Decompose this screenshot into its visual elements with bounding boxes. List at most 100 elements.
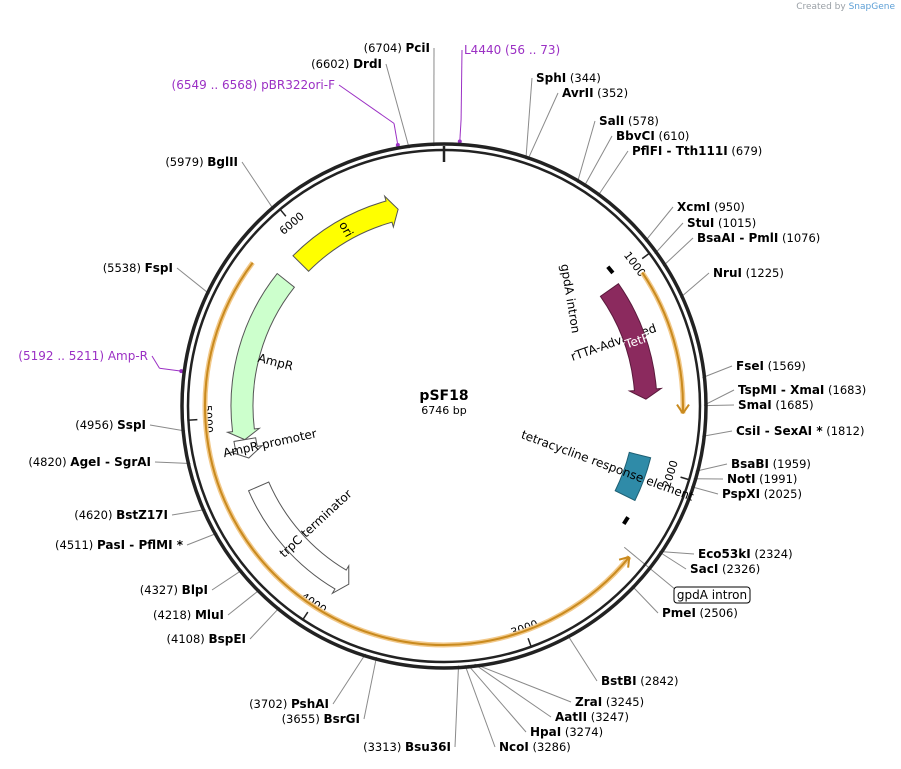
enzyme-site-label: (4620) BstZ17I bbox=[74, 508, 168, 522]
enzyme-position: (1683) bbox=[824, 383, 866, 397]
enzyme-position: (352) bbox=[594, 86, 629, 100]
enzyme-leader-line bbox=[597, 150, 629, 197]
enzyme-name: SphI bbox=[536, 71, 566, 85]
enzyme-leader-line bbox=[474, 663, 572, 703]
orf-arrowhead bbox=[676, 403, 690, 415]
enzyme-position: (344) bbox=[566, 71, 601, 85]
enzyme-name: SspI bbox=[117, 418, 146, 432]
enzyme-leader-line bbox=[644, 206, 674, 242]
feature-ampr-promoter bbox=[229, 437, 264, 459]
enzyme-site-label: SacI (2326) bbox=[690, 562, 760, 576]
enzyme-name: BbvCI bbox=[616, 129, 655, 143]
tick-mark bbox=[187, 418, 198, 421]
enzyme-position: (2324) bbox=[751, 547, 793, 561]
feature-tre bbox=[614, 451, 652, 502]
feature-label-ori: ori bbox=[336, 219, 356, 239]
primer-leader-line bbox=[459, 119, 462, 142]
enzyme-position: (679) bbox=[728, 144, 763, 158]
site-labels-layer: (6704) PciI(6602) DrdI(5979) BglII(5538)… bbox=[18, 41, 866, 754]
enzyme-name: BglII bbox=[207, 155, 238, 169]
enzyme-name: SacI bbox=[690, 562, 718, 576]
enzyme-leader-line bbox=[695, 463, 728, 472]
enzyme-site-label: PspXI (2025) bbox=[722, 487, 802, 501]
intron-bar bbox=[606, 265, 615, 275]
orf-orf-large bbox=[203, 262, 631, 646]
enzyme-name: NcoI bbox=[499, 740, 529, 754]
enzyme-leader-line bbox=[525, 77, 533, 160]
enzyme-name: BlpI bbox=[182, 583, 208, 597]
feature-trpc-terminator bbox=[247, 481, 350, 595]
enzyme-leader-line bbox=[631, 585, 659, 614]
enzyme-name: AgeI - SgrAI bbox=[70, 455, 151, 469]
enzyme-site-label: HpaI (3274) bbox=[530, 725, 603, 739]
enzyme-site-label: (5538) FspI bbox=[103, 261, 173, 275]
feature-ampr bbox=[225, 272, 296, 441]
enzyme-leader-line bbox=[527, 92, 559, 161]
enzyme-leader-line bbox=[241, 161, 275, 210]
enzyme-name: AvrII bbox=[562, 86, 594, 100]
primer-label: L4440 (56 .. 73) bbox=[464, 43, 560, 57]
enzyme-name: SmaI bbox=[738, 398, 772, 412]
enzyme-leader-line bbox=[467, 664, 527, 733]
snapgene-logo-text: SnapGene bbox=[848, 2, 895, 12]
enzyme-position: (1076) bbox=[778, 231, 820, 245]
primer-site-marker bbox=[179, 369, 184, 374]
plasmid-name: pSF18 bbox=[419, 388, 468, 404]
enzyme-position: (4956) bbox=[75, 418, 117, 432]
boxed-label-gpda-intron: gpdA intron bbox=[677, 588, 747, 602]
enzyme-site-label: SmaI (1685) bbox=[738, 398, 814, 412]
intron-bar bbox=[622, 516, 630, 526]
tick-mark bbox=[301, 611, 309, 621]
enzyme-site-label: (4956) SspI bbox=[75, 418, 146, 432]
enzyme-name: PspXI bbox=[722, 487, 760, 501]
enzyme-name: PshAI bbox=[291, 697, 329, 711]
enzyme-position: (2326) bbox=[718, 562, 760, 576]
primer-leader-line bbox=[460, 49, 463, 120]
enzyme-position: (2506) bbox=[696, 606, 738, 620]
enzyme-name: CsiI - SexAI * bbox=[736, 424, 823, 438]
primer-leader-line bbox=[159, 367, 182, 372]
enzyme-position: (2025) bbox=[760, 487, 802, 501]
enzyme-name: BsaBI bbox=[731, 457, 769, 471]
enzyme-position: (1991) bbox=[756, 472, 798, 486]
enzyme-site-label: (4218) MluI bbox=[153, 608, 224, 622]
primer-label: (5192 .. 5211) Amp-R bbox=[18, 349, 148, 363]
enzyme-position: (3655) bbox=[282, 712, 324, 726]
enzyme-position: (1015) bbox=[714, 216, 756, 230]
enzyme-name: FspI bbox=[145, 261, 173, 275]
tick-mark bbox=[680, 476, 691, 481]
enzyme-position: (4327) bbox=[140, 583, 182, 597]
enzyme-site-label: (6704) PciI bbox=[364, 41, 430, 55]
enzyme-site-label: (3313) Bsu36I bbox=[363, 740, 451, 754]
enzyme-leader-line bbox=[176, 267, 210, 295]
enzyme-leader-line bbox=[702, 365, 733, 379]
primer-site-marker bbox=[457, 139, 462, 144]
enzyme-position: (5538) bbox=[103, 261, 145, 275]
enzyme-leader-line bbox=[332, 653, 366, 705]
enzyme-position: (2842) bbox=[637, 674, 679, 688]
enzyme-position: (4820) bbox=[28, 455, 70, 469]
enzyme-site-label: (3655) BsrGI bbox=[282, 712, 360, 726]
enzyme-leader-line bbox=[680, 272, 710, 299]
enzyme-site-label: BsaBI (1959) bbox=[731, 457, 811, 471]
enzyme-name: BspEI bbox=[208, 632, 246, 646]
enzyme-name: PmeI bbox=[662, 606, 696, 620]
enzyme-name: PciI bbox=[406, 41, 431, 55]
plasmid-size: 6746 bp bbox=[421, 404, 466, 417]
enzyme-leader-line bbox=[385, 63, 410, 149]
enzyme-leader-line bbox=[154, 461, 191, 465]
inner-label-gpda-intron-inner: gpdA intron bbox=[558, 263, 583, 334]
enzyme-name: HpaI bbox=[530, 725, 561, 739]
enzyme-name: AatII bbox=[555, 710, 587, 724]
enzyme-site-label: Eco53kI (2324) bbox=[698, 547, 793, 561]
enzyme-leader-line bbox=[662, 237, 694, 267]
enzyme-name: NruI bbox=[713, 266, 742, 280]
enzyme-leader-line bbox=[703, 389, 735, 406]
enzyme-site-label: ZraI (3245) bbox=[575, 695, 644, 709]
primer-name: L4440 bbox=[464, 43, 501, 57]
enzyme-name: Bsu36I bbox=[405, 740, 451, 754]
enzyme-site-label: (3702) PshAI bbox=[249, 697, 329, 711]
enzyme-position: (3313) bbox=[363, 740, 405, 754]
enzyme-name: StuI bbox=[687, 216, 714, 230]
